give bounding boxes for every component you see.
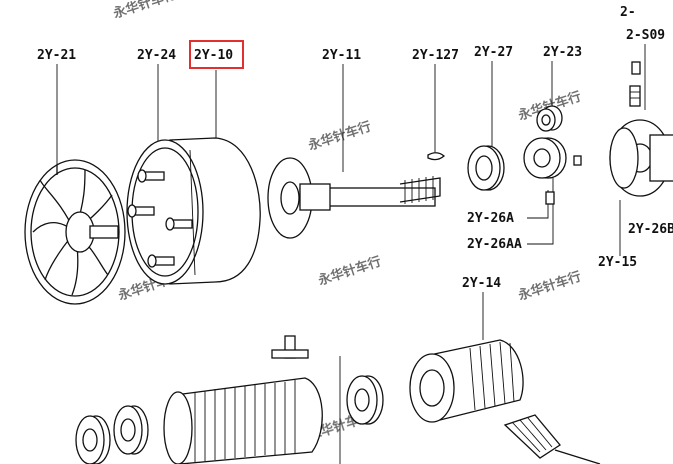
label-top-right-partial: 2- — [620, 5, 636, 20]
part-2y-15-assembly — [609, 60, 673, 197]
watermark-text: 永华针车行 — [305, 118, 373, 154]
label-2y-14: 2Y-14 — [462, 276, 501, 291]
part-lower-left-bearings — [75, 405, 149, 464]
label-2y-21: 2Y-21 — [37, 48, 76, 63]
label-2y-15: 2Y-15 — [598, 255, 637, 270]
highlight-box — [189, 40, 244, 69]
part-2y-26a-collar — [523, 137, 582, 205]
label-2y-26a: 2Y-26A — [467, 211, 514, 226]
label-2y-10: 2Y-10 — [194, 48, 233, 63]
screw-set-2y-24 — [127, 169, 193, 268]
label-2y-11: 2Y-11 — [322, 48, 361, 63]
part-lower-threaded-drum — [163, 377, 323, 464]
watermark-text: 永华针车行 — [515, 268, 583, 304]
label-2y-26aa: 2Y-26AA — [467, 237, 522, 252]
part-2y-21-fan — [24, 159, 126, 305]
label-2-s09: 2-S09 — [626, 28, 665, 43]
label-2y-27: 2Y-27 — [474, 45, 513, 60]
part-lower-small-bearing — [346, 375, 384, 425]
part-lower-spring-shaft — [503, 414, 601, 464]
label-2y-24: 2Y-24 — [137, 48, 176, 63]
label-2y-127: 2Y-127 — [412, 48, 459, 63]
label-2y-26b: 2Y-26B — [628, 222, 673, 237]
part-2y-27-bearing — [467, 145, 505, 191]
part-2y-10-drum — [126, 137, 261, 285]
part-lower-pin — [271, 335, 341, 464]
part-2y-23-bushing — [536, 105, 563, 132]
part-2y-127-key — [427, 152, 445, 161]
watermark-text: 永华针车行 — [315, 253, 383, 289]
part-2y-14-knurled-sleeve — [409, 339, 524, 423]
label-2y-23: 2Y-23 — [543, 45, 582, 60]
watermark-text: 永华针车行 — [110, 0, 178, 22]
part-2y-11-shaft — [267, 157, 441, 239]
